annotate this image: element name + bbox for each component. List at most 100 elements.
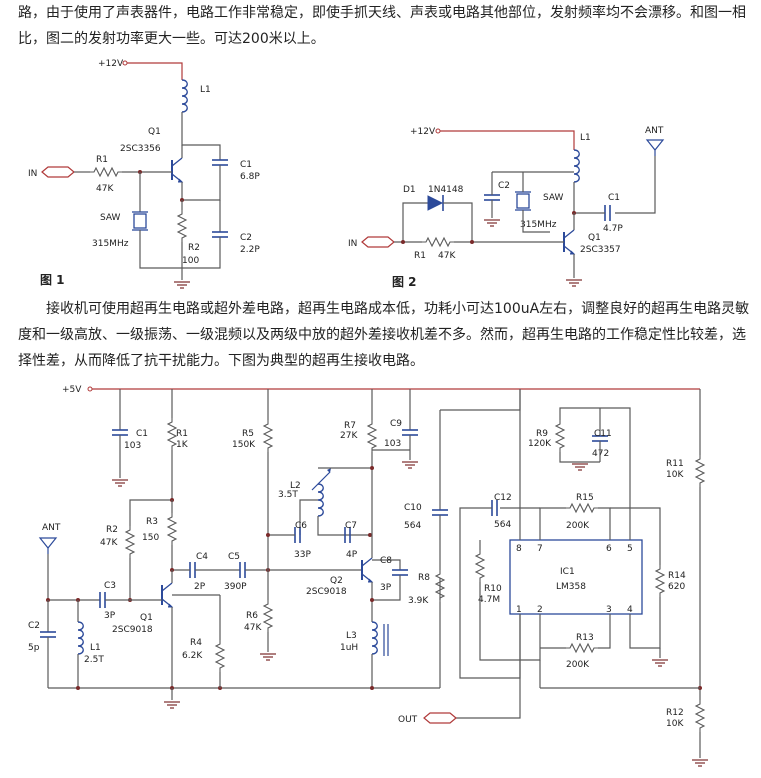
fig3-R6-label: R6 [246,611,258,621]
fig1-R2-label: R2 [188,243,200,253]
fig2-L1-coil [573,149,580,183]
fig3-R15-label: R15 [576,493,594,503]
fig1-in-label: IN [28,169,37,179]
fig3-R12-ground [691,759,709,767]
fig2-vcc-label: +12V [410,127,436,137]
fig3-R5-label: R5 [242,429,254,439]
receiver-schematic: +5V C1 103 R1 1K R2 47K R3 150 Q1 2SC901 [28,385,709,767]
fig1-C1-capacitor [211,159,229,166]
fig3-C9-label: C9 [390,419,402,429]
fig1-C1-val: 6.8P [240,172,260,182]
fig3-C8-label: C8 [380,556,392,566]
fig3-R9-ground [571,463,589,471]
fig3-C5-label: C5 [228,552,240,562]
fig1-R2-val: 100 [182,256,199,266]
fig3-R7-label: R7 [344,421,356,431]
fig3-main-ground [163,701,181,709]
fig3-ic-label: IC1 [560,567,575,577]
fig3-pin8: 8 [516,544,522,554]
fig3-L1-val: 2.5T [84,655,104,665]
fig3-R6-resistor [263,599,273,633]
figure-1-schematic: +12V L1 Q1 2SC3356 IN R1 47K SAW 315MHz … [28,59,260,289]
fig3-pin4: 4 [627,605,633,615]
fig1-Q1-label: Q1 [148,127,161,137]
paragraph-receiver: 接收机可使用超再生电路或超外差电路，超再生电路成本低，功耗小可达100uA左右，… [18,301,750,369]
fig3-Q2-label: Q2 [330,576,343,586]
fig2-R1-resistor [421,237,455,247]
fig3-R4-resistor [215,639,225,673]
fig2-caption: 图 2 [392,275,417,289]
fig2-R1-label: R1 [414,251,426,261]
fig3-C4-label: C4 [196,552,208,562]
fig1-R1-label: R1 [96,155,108,165]
fig3-R3-val: 150 [142,533,159,543]
fig3-ic-ground [651,659,669,667]
fig2-C2-capacitor [483,194,501,201]
fig3-C11-label: C11 [594,429,612,439]
fig3-R14-val: 620 [668,582,685,592]
fig1-L1-coil [181,79,188,113]
fig3-Q2-transistor [361,557,373,583]
fig3-C2-capacitor [39,631,57,638]
fig3-pin7: 7 [537,544,543,554]
fig3-C5-capacitor [239,561,246,579]
fig2-Q1-label: Q1 [588,233,601,243]
fig3-R13-resistor [565,643,599,653]
fig3-C7-val: 4P [346,550,358,560]
fig1-Q1-transistor [171,157,183,183]
fig3-C9-ground [401,461,419,469]
fig1-saw-label: SAW [100,213,121,223]
fig2-C1-capacitor [604,204,611,222]
fig3-C3-val: 3P [104,611,116,621]
fig3-C10-val: 564 [404,521,421,531]
fig3-pin3: 3 [606,605,612,615]
fig3-R11-val: 10K [666,470,684,480]
paragraph-top: 路，由于使用了声表器件，电路工作非常稳定，即使手抓天线、声表或电路其他部位，发射… [18,5,746,47]
fig3-C12-label: C12 [494,493,512,503]
fig3-R4-label: R4 [190,638,202,648]
fig3-antenna [39,537,57,555]
fig2-D1-label: D1 [403,185,416,195]
fig3-C8-val: 3P [380,583,392,593]
fig3-C2-label: C2 [28,621,40,631]
fig3-R10-resistor [475,549,485,583]
fig3-pin2: 2 [537,605,543,615]
fig3-ic-part: LM358 [556,582,586,592]
fig1-caption: 图 1 [40,273,65,287]
fig3-R14-label: R14 [668,571,686,581]
fig3-R4-val: 6.2K [182,651,203,661]
fig3-C5-val: 390P [224,582,247,592]
fig1-R1-resistor [89,167,123,177]
fig3-R1-label: R1 [176,429,188,439]
fig3-R1-resistor [167,417,177,451]
fig1-C1-label: C1 [240,160,252,170]
fig3-R15-val: 200K [566,521,590,531]
fig3-Q2-part: 2SC9018 [306,587,347,597]
fig3-ic1-body [509,539,643,615]
fig3-vcc-label: +5V [62,385,82,395]
fig3-R14-resistor [655,564,665,598]
fig3-pin6: 6 [606,544,612,554]
fig3-R6-ground [259,653,277,661]
fig3-R12-label: R12 [666,708,684,718]
fig3-R9-resistor [555,419,565,453]
fig3-L3-label: L3 [346,631,357,641]
fig3-C3-capacitor [99,591,106,609]
fig2-antenna [646,139,664,157]
fig3-C2-val: 5p [28,643,40,653]
fig3-R2-label: R2 [106,525,118,535]
fig3-L2-coil [317,483,324,517]
fig3-R5-val: 150K [232,440,256,450]
fig3-C1-ground [111,479,129,487]
fig3-L3-val: 1uH [340,643,358,653]
fig3-R2-val: 47K [100,538,118,548]
fig3-R3-label: R3 [146,517,158,527]
fig3-R2-resistor [125,525,135,559]
fig3-R7-val: 27K [340,431,358,441]
fig3-C6-label: C6 [295,521,307,531]
fig3-Q1-part: 2SC9018 [112,625,153,635]
fig1-C2-val: 2.2P [240,245,260,255]
fig3-R12-resistor [695,699,705,733]
fig3-C4-val: 2P [194,582,206,592]
fig2-D1-part: 1N4148 [428,185,464,195]
